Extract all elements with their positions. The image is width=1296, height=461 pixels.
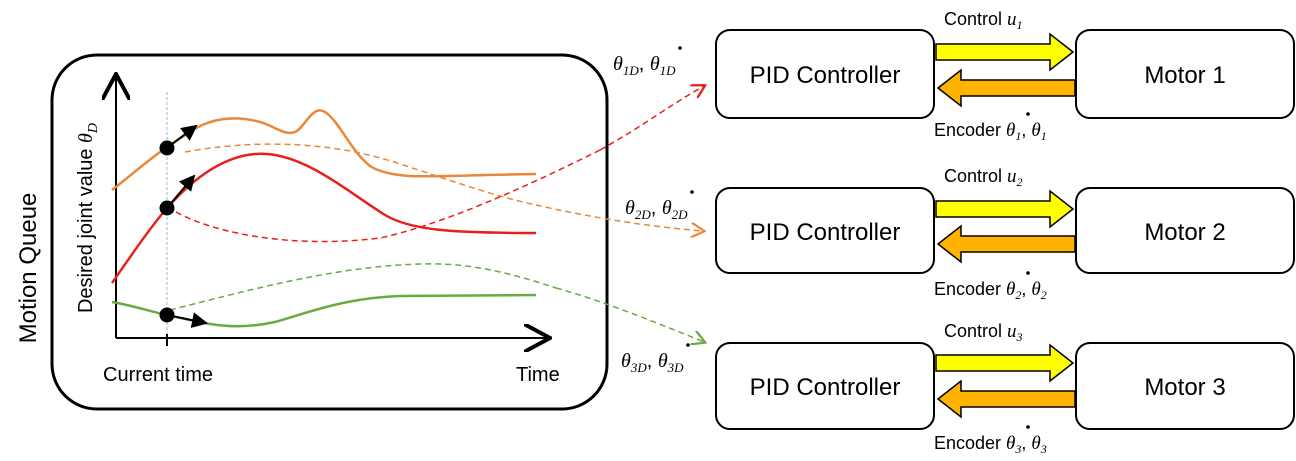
- motor-label-3: Motor 3: [1144, 374, 1225, 401]
- desired-dot-symbol-3: θ: [658, 350, 668, 372]
- motor-label-2: Motor 2: [1144, 219, 1225, 246]
- pid-controller-box-1: [715, 29, 935, 119]
- orange-tangent: [166, 124, 198, 149]
- control-var-3: u: [1007, 321, 1017, 342]
- control-arrow-3: [935, 343, 1075, 383]
- desired-dot-sub-1: 1D: [660, 63, 677, 78]
- derivative-dot-desired-3: [686, 343, 690, 347]
- derivative-dot-desired-2: [690, 190, 694, 194]
- control-label-1: Control u1: [944, 9, 1023, 32]
- control-arrow-1: [935, 32, 1075, 72]
- control-text-1: Control: [944, 9, 1007, 29]
- control-var-1: u: [1007, 9, 1017, 30]
- desired-label-3: θ3D, θ3D: [621, 350, 684, 375]
- control-row-2: θ2D, θ2D PID Controller Motor 2 Control …: [625, 166, 1295, 302]
- encoder-dot-var-2: θ: [1031, 279, 1040, 300]
- y-axis-label-symbol: θ: [75, 133, 97, 143]
- encoder-sub-2: 2: [1015, 288, 1021, 302]
- green-trajectory: [111, 293, 537, 328]
- control-row-3: θ3D, θ3D PID Controller Motor 3 Control …: [621, 321, 1295, 456]
- time-label: Time: [516, 364, 560, 386]
- encoder-arrow-2: [936, 224, 1076, 264]
- encoder-var-3: θ: [1006, 433, 1015, 454]
- pid-controller-box-2: [715, 187, 935, 274]
- motor-box-2: [1075, 187, 1295, 274]
- encoder-dot-sub-1: 1: [1041, 129, 1047, 143]
- desired-symbol-1: θ: [613, 53, 623, 75]
- control-var-2: u: [1007, 166, 1017, 187]
- green-connector: [555, 287, 704, 342]
- encoder-dot-sub-2: 2: [1041, 288, 1047, 302]
- encoder-arrow-3: [936, 379, 1076, 419]
- encoder-dot-sub-3: 3: [1040, 442, 1047, 456]
- derivative-dot-desired-1: [678, 46, 682, 50]
- pid-controller-label-1: PID Controller: [750, 62, 901, 89]
- control-sub-3: 3: [1016, 330, 1023, 344]
- control-text-2: Control: [944, 166, 1007, 186]
- encoder-var-2: θ: [1006, 279, 1015, 300]
- desired-dot-symbol-1: θ: [650, 53, 660, 75]
- pid-controller-label-3: PID Controller: [750, 374, 901, 401]
- desired-sub-2: 2D: [635, 207, 652, 222]
- desired-dot-sub-2: 2D: [672, 207, 689, 222]
- encoder-dot-var-3: θ: [1031, 433, 1040, 454]
- encoder-label-1: Encoder θ1, θ1: [934, 120, 1047, 143]
- derivative-dot-encoder-2: [1026, 271, 1030, 275]
- motion-queue-label: Motion Queue: [15, 193, 42, 344]
- encoder-label-3: Encoder θ3, θ3: [934, 433, 1047, 456]
- control-text-3: Control: [944, 321, 1007, 341]
- motor-box-1: [1075, 29, 1295, 119]
- current-time-label: Current time: [103, 364, 213, 386]
- encoder-label-2: Encoder θ2, θ2: [934, 279, 1047, 302]
- control-sub-1: 1: [1017, 18, 1023, 32]
- y-axis-label: Desired joint value θD: [75, 123, 101, 313]
- red-connector: [599, 86, 704, 151]
- desired-dot-symbol-2: θ: [662, 197, 672, 219]
- encoder-text-2: Encoder: [934, 279, 1006, 299]
- desired-symbol-2: θ: [625, 197, 635, 219]
- encoder-sub-1: 1: [1015, 129, 1021, 143]
- control-label-2: Control u2: [944, 166, 1023, 189]
- desired-dot-sub-3: 3D: [667, 360, 685, 375]
- control-arrow-2: [935, 189, 1075, 229]
- control-row-1: θ1D, θ1D PID Controller Motor 1 Control …: [613, 9, 1295, 143]
- encoder-sub-3: 3: [1014, 442, 1021, 456]
- pid-controller-box-3: [715, 342, 935, 430]
- green-tangent: [166, 312, 208, 329]
- pid-controller-label-2: PID Controller: [750, 219, 901, 246]
- derivative-dot-encoder-3: [1026, 425, 1030, 429]
- derivative-dot-encoder-1: [1026, 112, 1030, 116]
- orange-predicted: [184, 143, 537, 206]
- control-label-3: Control u3: [944, 321, 1023, 344]
- encoder-text-1: Encoder: [934, 120, 1006, 140]
- encoder-arrow-1: [936, 68, 1076, 108]
- red-tangent: [166, 174, 196, 209]
- y-axis-label-sub: D: [86, 123, 101, 134]
- motor-label-1: Motor 1: [1144, 62, 1225, 89]
- desired-sub-1: 1D: [623, 63, 640, 78]
- encoder-dot-var-1: θ: [1031, 120, 1040, 141]
- y-axis-label-text: Desired joint value: [75, 143, 97, 313]
- desired-sub-3: 3D: [630, 360, 648, 375]
- encoder-text-3: Encoder: [934, 433, 1006, 453]
- desired-label-1: θ1D, θ1D: [613, 53, 676, 78]
- encoder-var-1: θ: [1006, 120, 1015, 141]
- motor-box-3: [1075, 342, 1295, 430]
- control-sub-2: 2: [1017, 175, 1023, 189]
- desired-label-2: θ2D, θ2D: [625, 197, 688, 222]
- desired-symbol-3: θ: [621, 350, 631, 372]
- green-predicted: [169, 263, 557, 311]
